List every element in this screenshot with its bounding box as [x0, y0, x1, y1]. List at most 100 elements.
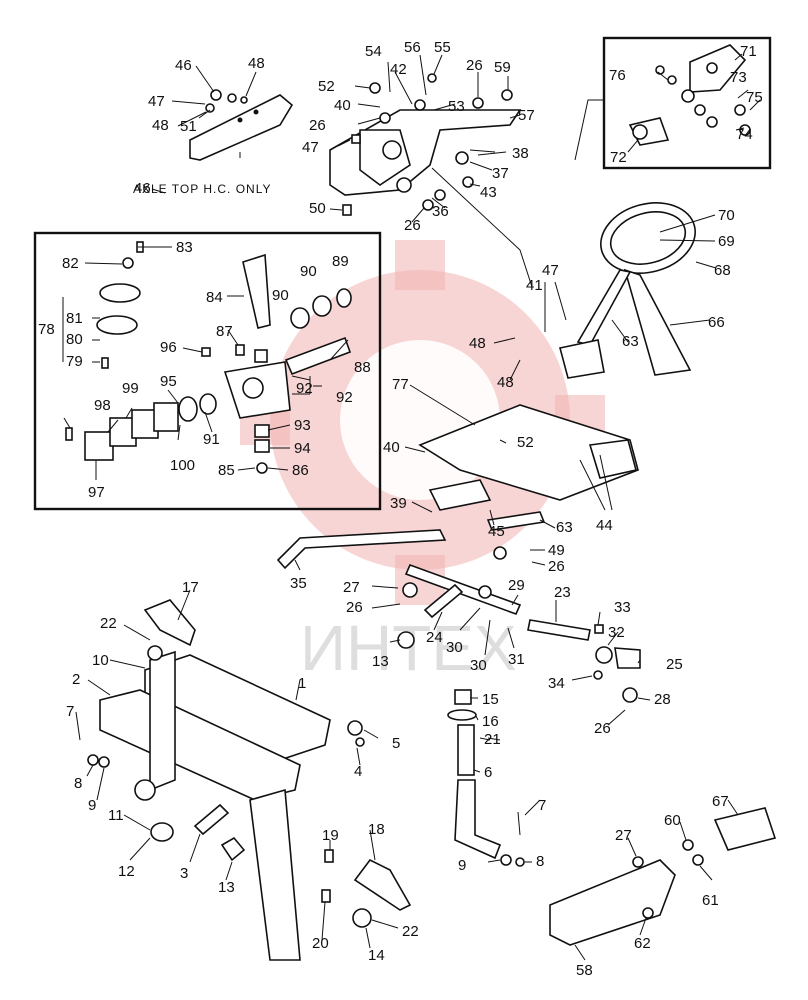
plate-bolts	[205, 89, 248, 113]
label-98: 99	[122, 380, 139, 397]
label-26-e: 26	[594, 720, 611, 737]
label-54: 55	[434, 39, 451, 56]
label-40-top: 40	[334, 97, 351, 114]
label-36: 37	[492, 165, 509, 182]
label-25: 25	[666, 656, 683, 673]
label-34: 35	[290, 575, 307, 592]
axle-top-caption: AXLE TOP H.C. ONLY	[133, 182, 272, 196]
label-72: 73	[730, 69, 747, 86]
label-91: 92	[336, 389, 353, 406]
label-17: 17	[182, 579, 199, 596]
label-67: 68	[714, 262, 731, 279]
steering-spindle	[447, 689, 525, 867]
bracket-hardware	[342, 73, 513, 216]
tie-rod-assembly	[276, 511, 641, 703]
label-26-g: 27	[615, 827, 632, 844]
label-52-left: 52	[318, 78, 335, 95]
label-75: 76	[609, 67, 626, 84]
label-71: 72	[610, 149, 627, 166]
label-94: 95	[160, 373, 177, 390]
label-82: 83	[176, 239, 193, 256]
axle-plate	[189, 94, 294, 161]
label-5: 5	[392, 735, 400, 752]
label-32: 33	[614, 599, 631, 616]
label-27-right: 28	[654, 691, 671, 708]
label-92-top: 92	[296, 380, 313, 397]
label-37: 38	[512, 145, 529, 162]
label-24: 24	[426, 629, 443, 646]
label-21: 21	[484, 731, 501, 748]
label-26-f: 26	[548, 558, 565, 575]
label-62: 63	[556, 519, 573, 536]
label-48-low: 49	[548, 542, 565, 559]
label-7-left: 7	[66, 703, 74, 720]
label-19: 19	[322, 827, 339, 844]
label-63-a: 63	[622, 333, 639, 350]
inset-box-right	[602, 36, 772, 170]
label-88: 89	[332, 253, 349, 270]
label-52-right: 53	[448, 98, 465, 115]
label-46-mid: 47	[542, 262, 559, 279]
steering-column	[559, 99, 696, 379]
label-9-left: 9	[88, 797, 96, 814]
label-22-lower: 22	[402, 923, 419, 940]
label-27-left: 27	[343, 579, 360, 596]
label-20: 20	[312, 935, 329, 952]
label-15: 15	[482, 691, 499, 708]
label-83: 84	[206, 289, 223, 306]
label-48-top-left: 48	[152, 117, 169, 134]
axle-center-beam	[418, 404, 639, 511]
label-10: 10	[92, 652, 109, 669]
label-65: 66	[708, 314, 725, 331]
label-48-mid: 48	[469, 335, 486, 352]
label-6: 6	[484, 764, 492, 781]
label-84: 85	[218, 462, 235, 479]
label-87: 88	[354, 359, 371, 376]
label-26-c: 26	[466, 57, 483, 74]
label-53: 54	[365, 43, 382, 60]
label-85: 86	[292, 462, 309, 479]
label-66: 67	[712, 793, 729, 810]
label-92-bottom: 93	[294, 417, 311, 434]
label-56: 57	[518, 107, 535, 124]
label-18: 18	[368, 821, 385, 838]
label-13-lower: 13	[218, 879, 235, 896]
lower-bracket	[549, 807, 777, 946]
label-47-top: 47	[148, 93, 165, 110]
label-35: 36	[432, 203, 449, 220]
label-59: 60	[664, 812, 681, 829]
axle-hardware	[321, 720, 412, 928]
label-11: 11	[108, 807, 124, 824]
label-49: 50	[309, 200, 326, 217]
inset-left-parts	[65, 241, 352, 474]
label-99: 100	[170, 457, 195, 474]
label-48-top-right: 48	[248, 55, 265, 72]
label-13-upper: 13	[372, 653, 389, 670]
label-33: 34	[548, 675, 565, 692]
label-70: 71	[740, 43, 757, 60]
label-30-left: 30	[446, 639, 463, 656]
label-31: 32	[608, 624, 625, 641]
label-30-right: 31	[508, 651, 525, 668]
inset-right-parts	[628, 44, 751, 146]
label-79: 80	[66, 331, 83, 348]
label-26-a: 26	[404, 217, 421, 234]
label-86: 87	[216, 323, 233, 340]
label-89: 90	[300, 263, 317, 280]
label-61: 62	[634, 935, 651, 952]
label-47-mid: 48	[497, 374, 514, 391]
steering-bracket	[329, 109, 522, 196]
label-46-top: 46	[175, 57, 192, 74]
label-78: 79	[66, 353, 83, 370]
label-8-left: 8	[74, 775, 82, 792]
label-90-top: 90	[272, 287, 289, 304]
label-51: 52	[517, 434, 534, 451]
label-26-b: 26	[309, 117, 326, 134]
label-38: 39	[390, 495, 407, 512]
label-26-d: 26	[346, 599, 363, 616]
label-77: 78	[38, 321, 55, 338]
label-23: 23	[554, 584, 571, 601]
label-55: 56	[404, 39, 421, 56]
label-14: 14	[368, 947, 385, 964]
